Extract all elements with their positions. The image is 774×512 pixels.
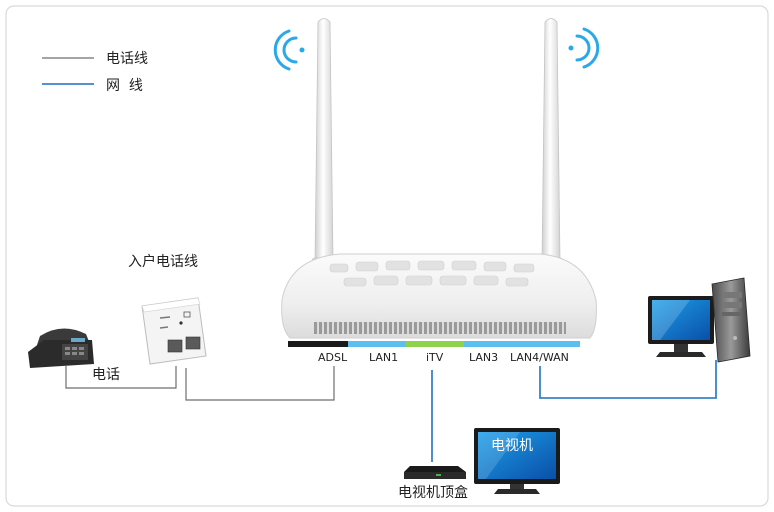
port-lan3-segment [464, 341, 506, 347]
phone-line-phone-to-splitter [65, 366, 177, 389]
tv-label: 电视机 [491, 438, 533, 454]
wireless-router [281, 253, 597, 339]
port-label-lan4wan: LAN4/WAN [510, 351, 569, 364]
legend-phone-line-label: 电话线 [106, 51, 148, 67]
port-lan1-segment [348, 341, 406, 347]
television-icon [474, 428, 560, 494]
port-label-lan1: LAN1 [369, 351, 398, 364]
port-label-lan3: LAN3 [469, 351, 498, 364]
port-itv-segment [406, 341, 464, 347]
stb-label: 电视机顶盒 [398, 484, 468, 501]
port-adsl-segment [288, 341, 348, 347]
router-port-bar [288, 341, 580, 347]
set-top-box-icon [404, 466, 466, 479]
port-lan4wan-segment [506, 341, 580, 347]
telephone-label: 电话 [92, 367, 120, 383]
telephone-icon [28, 328, 94, 368]
port-label-adsl: ADSL [318, 351, 348, 364]
wifi-signal-left-icon [273, 29, 305, 71]
network-line-lan4-to-pc [539, 360, 717, 399]
incoming-line-label: 入户电话线 [128, 253, 198, 270]
wifi-signal-right-icon [568, 27, 600, 69]
phone-line-splitter-to-router [185, 366, 335, 401]
legend-network-line-label: 网 线 [106, 78, 143, 94]
desktop-computer-icon [648, 277, 751, 363]
adsl-splitter [141, 297, 207, 365]
port-label-itv: iTV [426, 351, 444, 364]
